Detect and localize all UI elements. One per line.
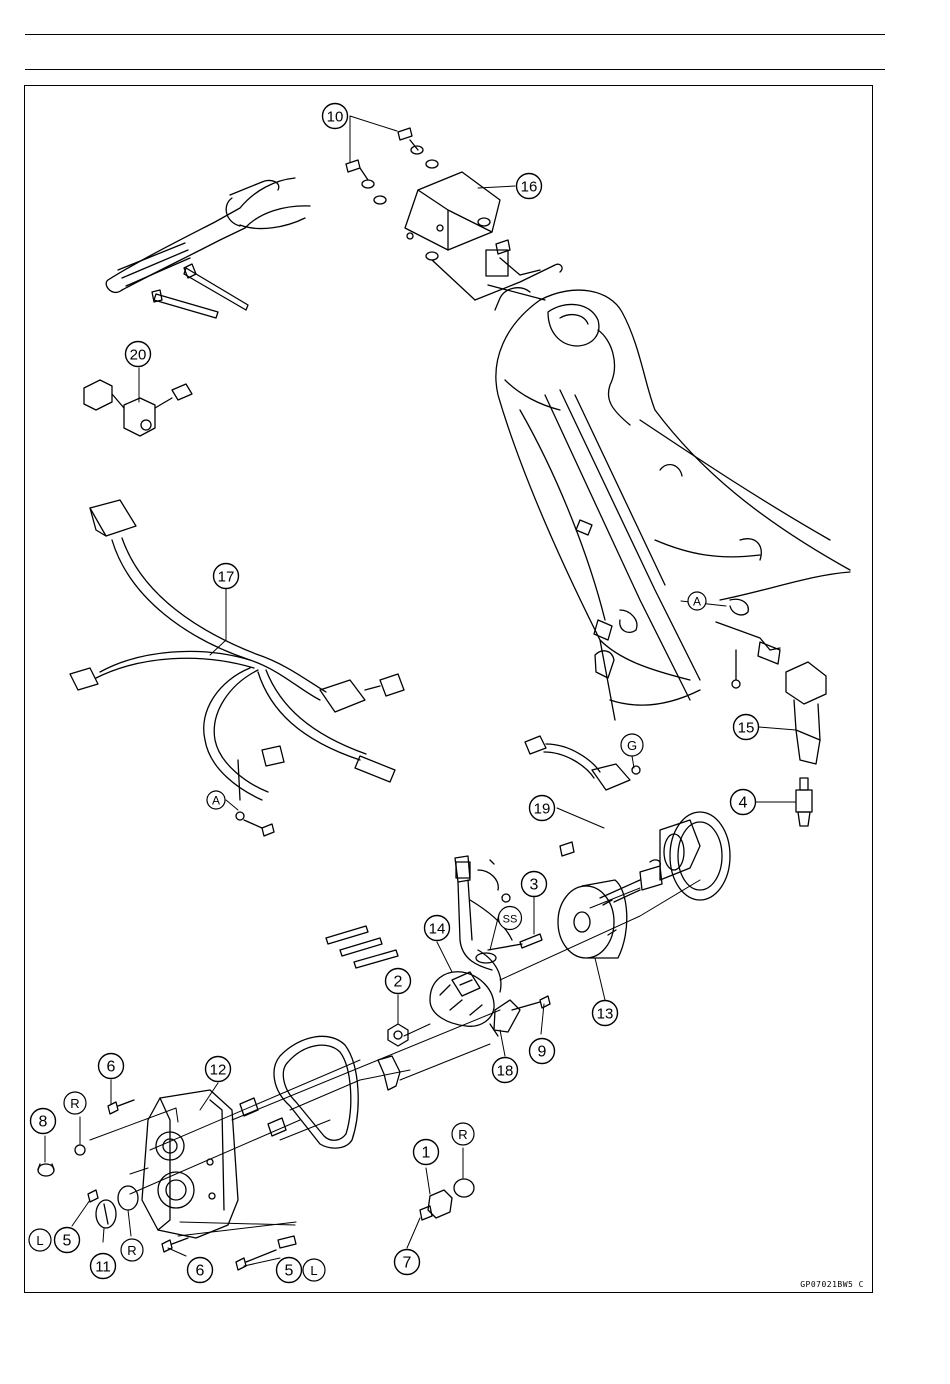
- flywheel-rotor: [558, 880, 627, 958]
- symbol-A-harness: A: [207, 791, 225, 809]
- svg-text:9: 9: [538, 1044, 547, 1061]
- callout-19: 19: [530, 796, 555, 821]
- ground-wire: [716, 622, 780, 688]
- svg-text:L: L: [36, 1233, 43, 1248]
- callout-7: 7: [395, 1250, 420, 1275]
- callout-9: 9: [530, 1039, 555, 1064]
- leader-lines: [45, 116, 796, 1266]
- cable-ties: [152, 264, 248, 318]
- svg-text:7: 7: [403, 1255, 412, 1272]
- spark-plug: [796, 778, 812, 826]
- symbol-SS: SS: [499, 907, 522, 930]
- svg-text:R: R: [127, 1243, 136, 1258]
- gaskets: [326, 926, 398, 968]
- svg-text:A: A: [693, 595, 701, 609]
- svg-text:11: 11: [95, 1259, 111, 1276]
- svg-text:6: 6: [107, 1059, 116, 1076]
- symbol-A-frame: A: [688, 592, 706, 610]
- callout-13: 13: [593, 1001, 618, 1026]
- svg-text:L: L: [310, 1263, 317, 1278]
- symbol-R-cover: R: [64, 1092, 86, 1114]
- symbol-R-plug: R: [121, 1239, 143, 1261]
- alignment-lines: [90, 880, 700, 1236]
- callout-10: 10: [323, 104, 348, 129]
- svg-text:2: 2: [394, 974, 403, 991]
- symbols: A A G SS R R R L L: [29, 592, 706, 1281]
- kill-switch: [84, 380, 192, 436]
- svg-text:5: 5: [285, 1263, 294, 1280]
- handlebar-grip: [106, 178, 310, 292]
- svg-text:17: 17: [218, 569, 235, 586]
- neutral-switch: [420, 1190, 452, 1220]
- svg-text:16: 16: [521, 179, 538, 196]
- svg-text:1: 1: [422, 1145, 431, 1162]
- svg-text:6: 6: [196, 1263, 205, 1280]
- svg-text:18: 18: [497, 1063, 514, 1080]
- callout-4: 4: [731, 790, 756, 815]
- cap-plug: [38, 1164, 54, 1176]
- callout-18: 18: [493, 1058, 518, 1083]
- ignition-coil: [786, 662, 826, 764]
- cover-gasket: [274, 1036, 358, 1148]
- symbol-G: G: [621, 734, 643, 756]
- svg-text:13: 13: [597, 1006, 614, 1023]
- stator-bolt: [488, 934, 542, 950]
- starter-gear: [600, 812, 730, 902]
- svg-text:8: 8: [39, 1114, 48, 1131]
- symbol-L-right: L: [303, 1259, 325, 1281]
- svg-text:19: 19: [534, 801, 551, 818]
- svg-text:10: 10: [327, 109, 344, 126]
- symbol-L-left: L: [29, 1229, 51, 1251]
- svg-text:R: R: [70, 1096, 79, 1111]
- callout-20: 20: [126, 342, 151, 367]
- svg-text:15: 15: [738, 720, 755, 737]
- motorcycle-frame: [488, 285, 850, 720]
- callout-16: 16: [517, 174, 542, 199]
- generator-cover: [142, 1090, 238, 1238]
- svg-text:20: 20: [130, 347, 147, 364]
- dowel-pins: [240, 1098, 286, 1136]
- svg-text:A: A: [212, 794, 220, 808]
- callout-6-bottom: 6: [188, 1258, 213, 1283]
- wiring-harness: [70, 500, 404, 836]
- callout-8: 8: [31, 1109, 56, 1134]
- svg-text:G: G: [627, 738, 637, 753]
- callout-1: 1: [414, 1140, 439, 1165]
- callout-12: 12: [206, 1057, 231, 1082]
- svg-text:SS: SS: [503, 914, 518, 926]
- callout-3: 3: [522, 872, 547, 897]
- svg-text:12: 12: [210, 1062, 227, 1079]
- symbol-R-switch: R: [452, 1123, 474, 1145]
- svg-text:3: 3: [530, 877, 539, 894]
- ignitor-unit: [346, 128, 562, 300]
- callout-15: 15: [734, 715, 759, 740]
- callout-5-right: 5: [277, 1258, 302, 1283]
- svg-text:14: 14: [429, 921, 446, 938]
- callout-6-top: 6: [99, 1054, 124, 1079]
- svg-text:5: 5: [63, 1233, 72, 1250]
- callout-14: 14: [425, 916, 450, 941]
- callout-5-left: 5: [55, 1228, 80, 1253]
- stator-assembly: [430, 856, 512, 1026]
- callout-11: 11: [91, 1254, 116, 1279]
- cover-bolts: [88, 1100, 296, 1270]
- timing-plug: [96, 1200, 116, 1228]
- callout-17: 17: [214, 564, 239, 589]
- svg-text:4: 4: [739, 795, 748, 812]
- svg-text:R: R: [458, 1127, 467, 1142]
- callout-2: 2: [386, 969, 411, 994]
